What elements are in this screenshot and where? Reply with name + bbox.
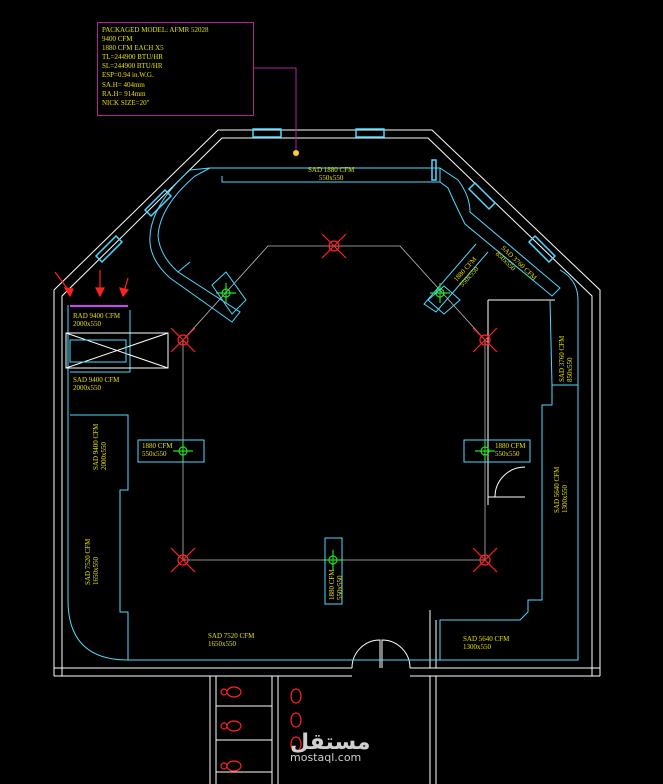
watermark: مستقل mostaql.com [290,732,370,764]
building-walls [53,129,601,784]
diffuser-boxes [137,271,531,605]
note-line: 1880 CFM EACH X5 [102,44,164,53]
note-line: ESP=0.94 in.W.G. [102,71,154,80]
note-line: PACKAGED MODEL: AFMR 52028 [102,26,209,34]
note-line: SA.H= 404mm [102,80,145,89]
leader-dot [293,150,299,156]
note-line: SL=244900 BTU/HR [102,62,163,71]
note-line: NICK SIZE=20" [102,98,150,107]
return-diffusers [170,233,498,573]
wall-grilles [94,128,557,264]
return-air-plenum [65,305,169,369]
toilet-fixtures [220,686,302,772]
supply-diffusers [173,283,495,570]
watermark-arabic: مستقل [290,730,371,755]
equipment-note: PACKAGED MODEL: AFMR 52028 9400 CFM 1880… [97,22,254,116]
supply-duct-run [67,167,579,661]
note-leader [254,67,297,150]
watermark-latin: mostaql.com [290,751,362,764]
note-line: RA.H= 914mm [102,89,146,98]
return-air-arrows [54,270,130,298]
note-line: TL=244900 BTU/HR [102,53,163,62]
note-line: 9400 CFM [102,35,133,44]
